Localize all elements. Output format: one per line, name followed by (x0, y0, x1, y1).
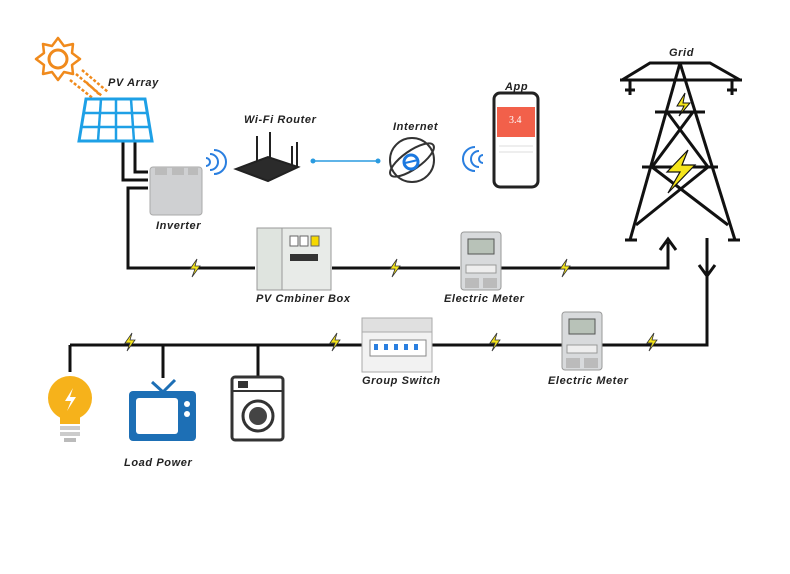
wifi-signal-icon (205, 149, 227, 175)
power-tower-icon (620, 61, 742, 242)
grid-label: Grid (669, 47, 694, 59)
sun-icon (34, 36, 109, 101)
internet-label: Internet (393, 121, 439, 133)
group-switch-icon (361, 317, 433, 373)
inverter-icon (149, 166, 203, 216)
electric-meter-label-2: Electric Meter (548, 375, 629, 387)
arrow-down-icon (697, 264, 717, 279)
washing-machine-icon (230, 375, 285, 442)
electric-meter-icon (561, 311, 603, 371)
combiner-box-label: PV Cmbiner Box (256, 293, 351, 305)
app-value: 3.4 (509, 115, 522, 126)
electric-meter-label-1: Electric Meter (444, 293, 525, 305)
inverter-label: Inverter (156, 220, 201, 232)
router-icon (233, 132, 301, 183)
wifi-router-label: Wi-Fi Router (244, 114, 317, 126)
app-label: App (504, 81, 528, 93)
tv-icon (129, 378, 196, 441)
combiner-box-icon (256, 227, 332, 291)
pv-array-label: PV Array (108, 77, 159, 89)
smartphone-icon: 3.4 (492, 91, 540, 189)
wifi-signal-icon (462, 146, 484, 172)
internet-globe-icon (389, 137, 435, 183)
load-power-label: Load Power (124, 457, 192, 469)
group-switch-label: Group Switch (362, 375, 441, 387)
light-bulb-icon (48, 376, 92, 442)
arrow-up-icon (658, 236, 678, 251)
electric-meter-icon (460, 231, 502, 291)
solar-panel-icon (77, 97, 154, 143)
